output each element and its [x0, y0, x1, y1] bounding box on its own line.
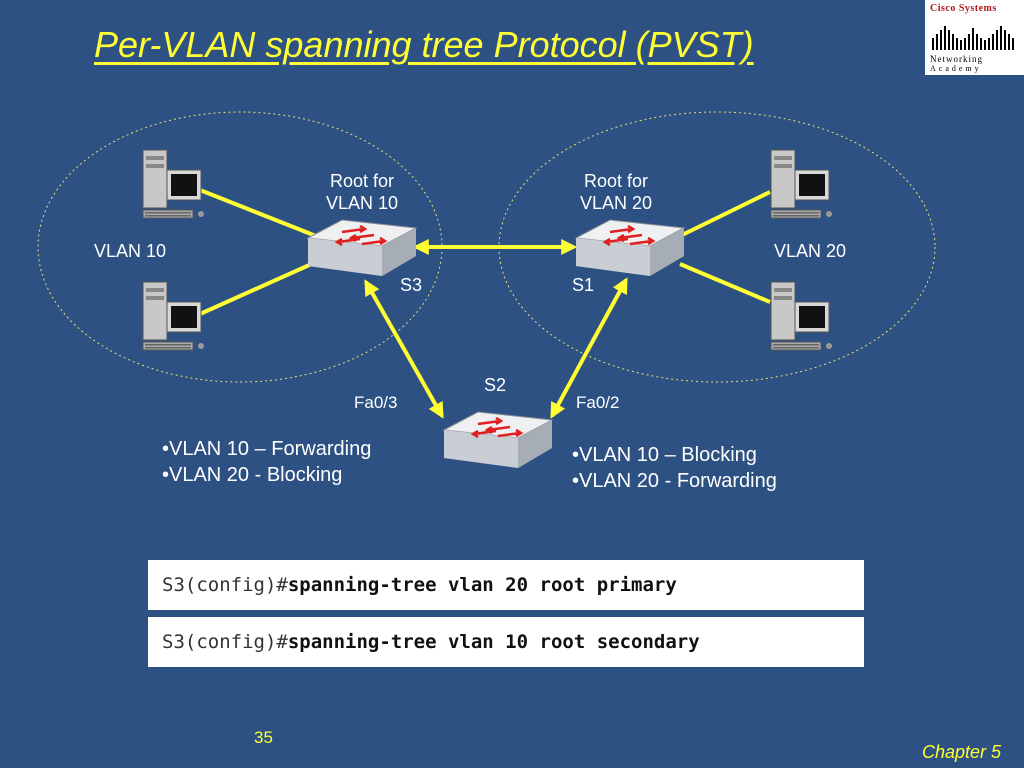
- page-number: 35: [254, 728, 273, 747]
- command-line-2: S3(config)#spanning-tree vlan 10 root se…: [148, 617, 864, 667]
- s1-role-line1: Root for: [583, 171, 649, 191]
- logo-networking: Networking: [930, 54, 983, 64]
- link-s3-s2: [364, 279, 444, 419]
- logo-company: Cisco Systems: [930, 3, 997, 14]
- s3-name: S3: [400, 275, 423, 295]
- s3-role-line2: VLAN 10: [325, 193, 399, 213]
- status-left-line1: •VLAN 10 – Forwarding: [162, 438, 372, 460]
- pc-vlan10-bottom-icon: [142, 281, 205, 351]
- command-2-prompt: S3(config)#: [162, 631, 288, 653]
- link-pc2-s3: [199, 260, 317, 316]
- s1-role-line2: VLAN 20: [579, 193, 653, 213]
- status-right-line1: •VLAN 10 – Blocking: [572, 444, 757, 466]
- switch-s2-icon: [442, 410, 554, 470]
- cisco-networking-academy-logo: Cisco Systems Networking Academy: [925, 0, 1024, 75]
- switch-s1-icon: [574, 218, 686, 278]
- cisco-bridge-icon: [932, 26, 1014, 50]
- s3-role-line1: Root for: [329, 171, 395, 191]
- s2-name: S2: [484, 375, 507, 395]
- link-s1-s2: [550, 277, 628, 419]
- link-s1-pc4: [679, 262, 771, 304]
- status-left: •VLAN 10 – Forwarding •VLAN 20 - Blockin…: [162, 436, 371, 488]
- status-left-line2: •VLAN 20 - Blocking: [162, 464, 343, 486]
- s1-role-label: Root for VLAN 20: [566, 170, 666, 214]
- pc-vlan20-bottom-icon: [770, 281, 833, 351]
- command-2-text: spanning-tree vlan 10 root secondary: [287, 631, 700, 653]
- link-s1-pc3: [679, 190, 771, 238]
- pc-vlan20-top-icon: [770, 149, 833, 219]
- vlan10-label: VLAN 10: [94, 241, 167, 261]
- status-right-line2: •VLAN 20 - Forwarding: [572, 470, 777, 492]
- s3-role-label: Root for VLAN 10: [312, 170, 412, 214]
- s1-name: S1: [572, 275, 595, 295]
- chapter-label: Chapter 5: [922, 742, 1002, 762]
- logo-academy: Academy: [930, 64, 982, 73]
- status-right: •VLAN 10 – Blocking •VLAN 20 - Forwardin…: [572, 442, 777, 494]
- pc-vlan10-top-icon: [142, 149, 205, 219]
- command-1-prompt: S3(config)#: [162, 574, 288, 596]
- slide-title: Per-VLAN spanning tree Protocol (PVST): [94, 24, 754, 65]
- port-fa0-3: Fa0/3: [354, 393, 398, 412]
- vlan20-label: VLAN 20: [774, 241, 847, 261]
- command-line-1: S3(config)#spanning-tree vlan 20 root pr…: [148, 560, 864, 610]
- link-pc1-s3: [199, 188, 317, 238]
- port-fa0-2: Fa0/2: [576, 393, 620, 412]
- command-1-text: spanning-tree vlan 20 root primary: [287, 574, 677, 596]
- switch-s3-icon: [306, 218, 418, 278]
